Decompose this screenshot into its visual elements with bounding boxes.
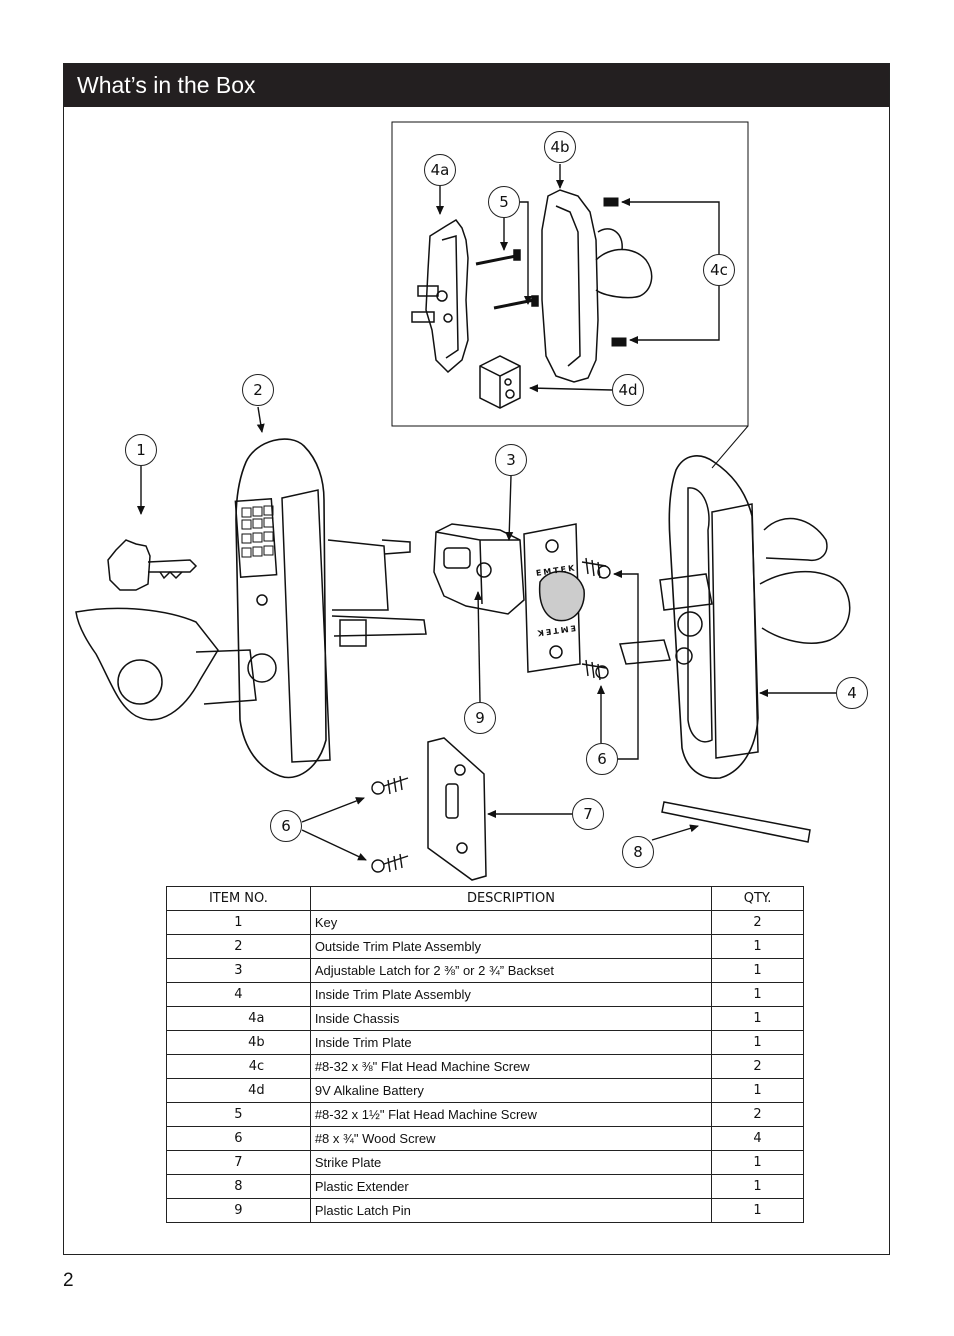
item-description: Inside Chassis — [309, 1006, 713, 1031]
callout-3: 3 — [495, 444, 527, 476]
item-qty: 1 — [711, 1078, 804, 1103]
page-number: 2 — [63, 1270, 74, 1291]
header-qty: QTY. — [711, 886, 804, 911]
section-header: What’s in the Box — [64, 64, 889, 107]
callout-4: 4 — [836, 677, 868, 709]
callout-4a: 4a — [424, 154, 456, 186]
item-number: 2 — [166, 934, 311, 959]
item-number: 5 — [166, 1102, 311, 1127]
item-qty: 1 — [711, 1006, 804, 1031]
item-description: Adjustable Latch for 2 ⅜” or 2 ¾” Backse… — [309, 958, 713, 983]
callout-8: 8 — [622, 836, 654, 868]
wood-screws-part — [371, 557, 611, 873]
callout-5: 5 — [488, 186, 520, 218]
item-number: 1 — [166, 910, 311, 935]
content-frame: What’s in the Box — [63, 63, 890, 1255]
item-number: 4c — [166, 1054, 311, 1079]
item-qty: 1 — [711, 1150, 804, 1175]
item-description: Inside Trim Plate Assembly — [309, 982, 713, 1007]
item-qty: 4 — [711, 1126, 804, 1151]
outside-trim-plate-part — [75, 438, 427, 779]
callout-4b: 4b — [544, 131, 576, 163]
item-number: 9 — [166, 1198, 311, 1223]
item-description: Key — [309, 910, 713, 935]
strike-plate-part — [427, 737, 487, 881]
inside-trim-assembly-part — [619, 455, 851, 779]
short-screws-part — [603, 197, 627, 347]
item-description: 9V Alkaline Battery — [309, 1078, 713, 1103]
inside-chassis-part — [411, 219, 469, 374]
item-qty: 1 — [711, 1174, 804, 1199]
plastic-extender-part — [661, 801, 811, 843]
callout-6-strike: 6 — [270, 810, 302, 842]
callout-6-latch: 6 — [586, 743, 618, 775]
item-description: Inside Trim Plate — [309, 1030, 713, 1055]
latch-brand-text-inverted: EMTEK — [535, 623, 576, 638]
header-description: DESCRIPTION — [309, 886, 713, 911]
item-number: 4 — [166, 982, 311, 1007]
inside-trim-plate-part — [541, 189, 653, 383]
key-part — [107, 539, 198, 591]
item-number: 4b — [166, 1030, 311, 1055]
item-qty: 2 — [711, 1102, 804, 1127]
item-qty: 1 — [711, 958, 804, 983]
item-qty: 1 — [711, 982, 804, 1007]
callout-2: 2 — [242, 374, 274, 406]
callout-9: 9 — [464, 702, 496, 734]
callout-4c: 4c — [703, 254, 735, 286]
item-number: 3 — [166, 958, 311, 983]
callout-7: 7 — [572, 798, 604, 830]
item-qty: 1 — [711, 1198, 804, 1223]
callout-1: 1 — [125, 434, 157, 466]
callout-4d: 4d — [612, 374, 644, 406]
item-description: #8-32 x 1½" Flat Head Machine Screw — [309, 1102, 713, 1127]
section-title: What’s in the Box — [77, 72, 256, 98]
item-qty: 1 — [711, 1030, 804, 1055]
header-item-no: ITEM NO. — [166, 886, 311, 911]
inset-detail-box — [391, 121, 749, 427]
item-qty: 2 — [711, 1054, 804, 1079]
item-description: #8-32 x ⅜" Flat Head Machine Screw — [309, 1054, 713, 1079]
item-number: 4d — [166, 1078, 311, 1103]
item-qty: 2 — [711, 910, 804, 935]
adjustable-latch-part — [433, 523, 585, 673]
table-header-row: ITEM NO. DESCRIPTION QTY. — [166, 886, 804, 911]
item-description: #8 x ¾" Wood Screw — [309, 1126, 713, 1151]
item-description: Outside Trim Plate Assembly — [309, 934, 713, 959]
item-number: 8 — [166, 1174, 311, 1199]
item-description: Plastic Latch Pin — [309, 1198, 713, 1223]
item-description: Strike Plate — [309, 1150, 713, 1175]
battery-part — [479, 355, 521, 409]
item-number: 4a — [166, 1006, 311, 1031]
item-number: 7 — [166, 1150, 311, 1175]
item-number: 6 — [166, 1126, 311, 1151]
item-qty: 1 — [711, 934, 804, 959]
item-description: Plastic Extender — [309, 1174, 713, 1199]
